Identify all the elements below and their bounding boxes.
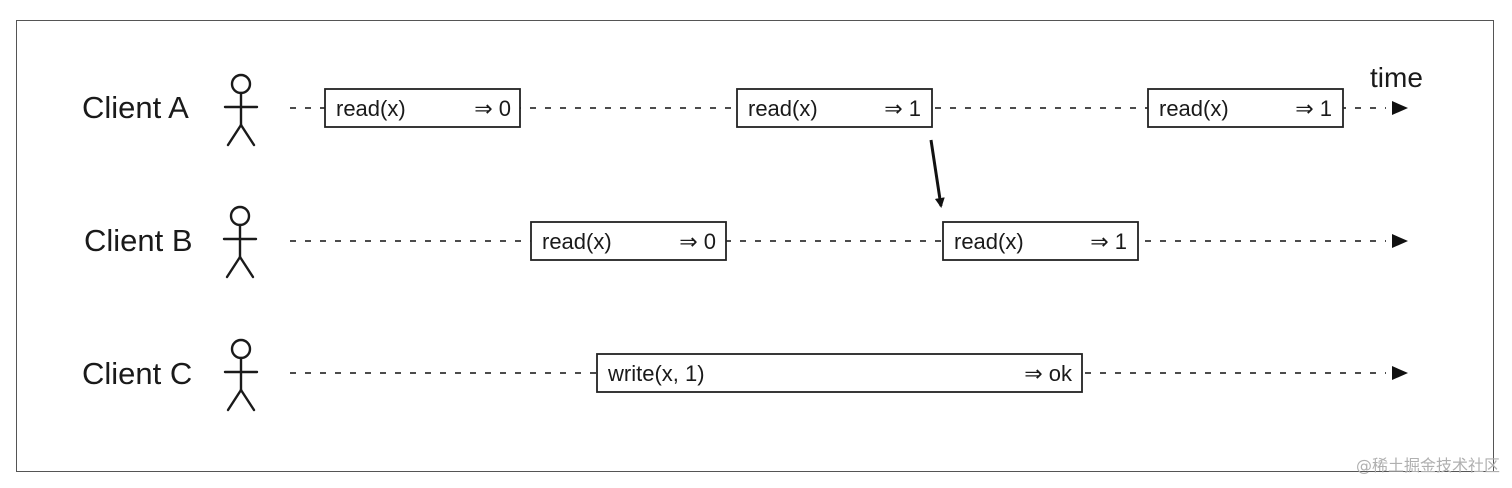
diagram-frame: [16, 20, 1494, 472]
client-b-label: Client B: [84, 223, 193, 258]
client-a-op-2: read(x) ⇒ 1: [736, 88, 933, 128]
client-a-op-1: read(x) ⇒ 0: [324, 88, 521, 128]
client-c-label: Client C: [82, 356, 192, 391]
causality-arrow-icon: [929, 139, 945, 208]
op-result: ⇒ 0: [679, 229, 716, 254]
op-label: write(x, 1): [607, 361, 705, 386]
client-b-op-2: read(x) ⇒ 1: [942, 221, 1139, 261]
op-label: read(x): [954, 229, 1024, 254]
client-b-stick-figure-icon: [222, 205, 258, 279]
op-result: ⇒ 1: [1090, 229, 1127, 254]
client-b-op-1: read(x) ⇒ 0: [530, 221, 727, 261]
op-result: ⇒ 1: [1295, 96, 1332, 121]
op-result: ⇒ 1: [884, 96, 921, 121]
client-a-op-3: read(x) ⇒ 1: [1147, 88, 1344, 128]
client-b-timeline-arrow-icon: [1392, 234, 1408, 248]
time-axis-label: time: [1370, 62, 1423, 93]
op-label: read(x): [336, 96, 406, 121]
op-label: read(x): [1159, 96, 1229, 121]
client-a-timeline-arrow-icon: [1392, 101, 1408, 115]
client-c-op-1: write(x, 1) ⇒ ok: [596, 353, 1083, 393]
client-a-row: Client A read(x) ⇒ 0 read(x) ⇒ 1 read(x)…: [82, 62, 1423, 147]
op-result: ⇒ ok: [1024, 361, 1073, 386]
watermark: @稀土掘金技术社区: [1355, 456, 1500, 475]
op-label: read(x): [748, 96, 818, 121]
client-c-row: Client C write(x, 1) ⇒ ok: [82, 338, 1408, 412]
client-c-timeline-arrow-icon: [1392, 366, 1408, 380]
client-b-row: Client B read(x) ⇒ 0 read(x) ⇒ 1: [84, 205, 1408, 279]
op-result: ⇒ 0: [474, 96, 511, 121]
client-a-stick-figure-icon: [223, 73, 259, 147]
client-a-label: Client A: [82, 90, 189, 125]
op-label: read(x): [542, 229, 612, 254]
client-c-stick-figure-icon: [223, 338, 259, 412]
